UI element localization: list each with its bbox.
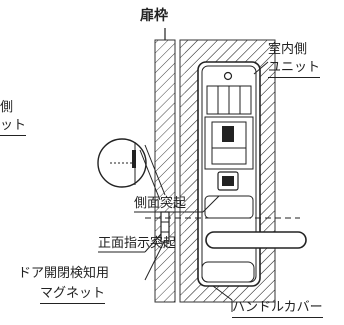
label-cut-1: 側: [0, 100, 14, 115]
label-magnet-2: マグネット: [40, 286, 106, 304]
handle: [205, 231, 307, 249]
thumb-turn: [217, 171, 239, 191]
mechanism-block: [204, 116, 254, 170]
screw-hole-icon: [223, 71, 233, 81]
door-frame-hatch: [154, 39, 176, 303]
label-indoor-unit-2: ユニット: [268, 60, 321, 78]
label-side-protrusion: 側面突起: [134, 196, 187, 211]
label-front-protrusion: 正面指示突起: [98, 236, 177, 251]
title-door-frame: 扉枠: [140, 8, 168, 24]
label-indoor-unit-1: 室内側: [268, 42, 308, 57]
label-cut-2: ット: [0, 118, 27, 136]
label-magnet-1: ドア開閉検知用: [18, 266, 110, 281]
label-handle-cover: ハンドルカバー: [232, 300, 323, 318]
indoor-unit-body: [197, 61, 261, 287]
